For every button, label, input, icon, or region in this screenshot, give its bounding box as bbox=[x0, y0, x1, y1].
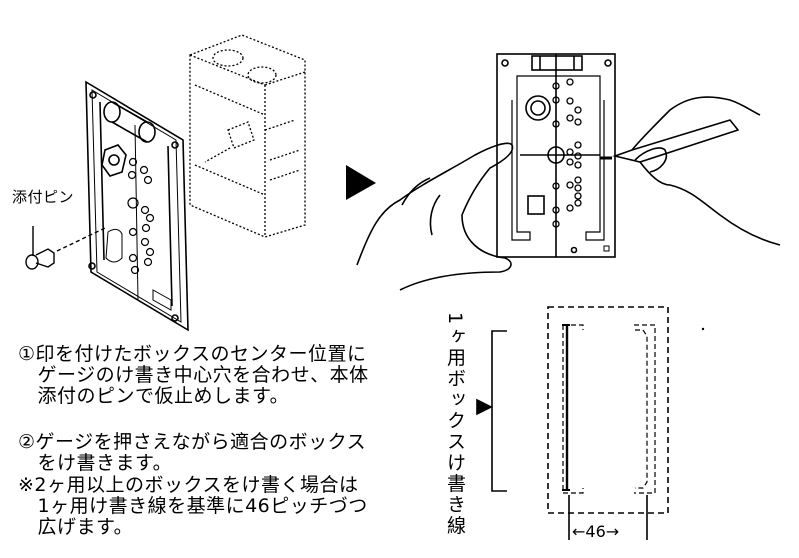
marker-pen bbox=[612, 119, 740, 163]
note: ※2ヶ用以上のボックスをけ書く場合は 1ヶ用け書き線を基準に46ピッチづつ 広げ… bbox=[18, 475, 368, 538]
step-1-line: 添付のピンで仮止めします。 bbox=[18, 385, 290, 407]
step-2: ②ゲージを押さえながら適合のボックス をけ書きます。 bbox=[18, 432, 366, 474]
vertical-label: 1ヶ用ボックスけ書き線 bbox=[444, 312, 466, 537]
note-line: 広げます。 bbox=[18, 516, 134, 538]
note-line: 1ヶ用け書き線を基準に46ピッチづつ bbox=[18, 495, 368, 517]
box-outline-dashed bbox=[547, 306, 669, 514]
step-1-line: ゲージのけ書き中心穴を合わせ、本体 bbox=[18, 364, 369, 386]
pin-label: 添付ピン bbox=[12, 188, 75, 206]
step-1-line: ①印を付けたボックスのセンター位置に bbox=[18, 343, 367, 365]
pin-icon bbox=[25, 254, 39, 270]
switch-box-outline bbox=[189, 34, 306, 238]
gauge-plate bbox=[85, 80, 189, 332]
bracket-arrow-icon bbox=[476, 398, 493, 416]
step-1: ①印を付けたボックスのセンター位置に ゲージのけ書き中心穴を合わせ、本体 添付の… bbox=[18, 344, 369, 407]
note-line: ※2ヶ用以上のボックスをけ書く場合は bbox=[18, 474, 359, 496]
bracket bbox=[491, 330, 507, 492]
step-2-line: ②ゲージを押さえながら適合のボックス bbox=[18, 431, 367, 453]
step-2-line: をけ書きます。 bbox=[18, 452, 173, 474]
pitch-dimension-label: ←46→ bbox=[572, 522, 620, 541]
